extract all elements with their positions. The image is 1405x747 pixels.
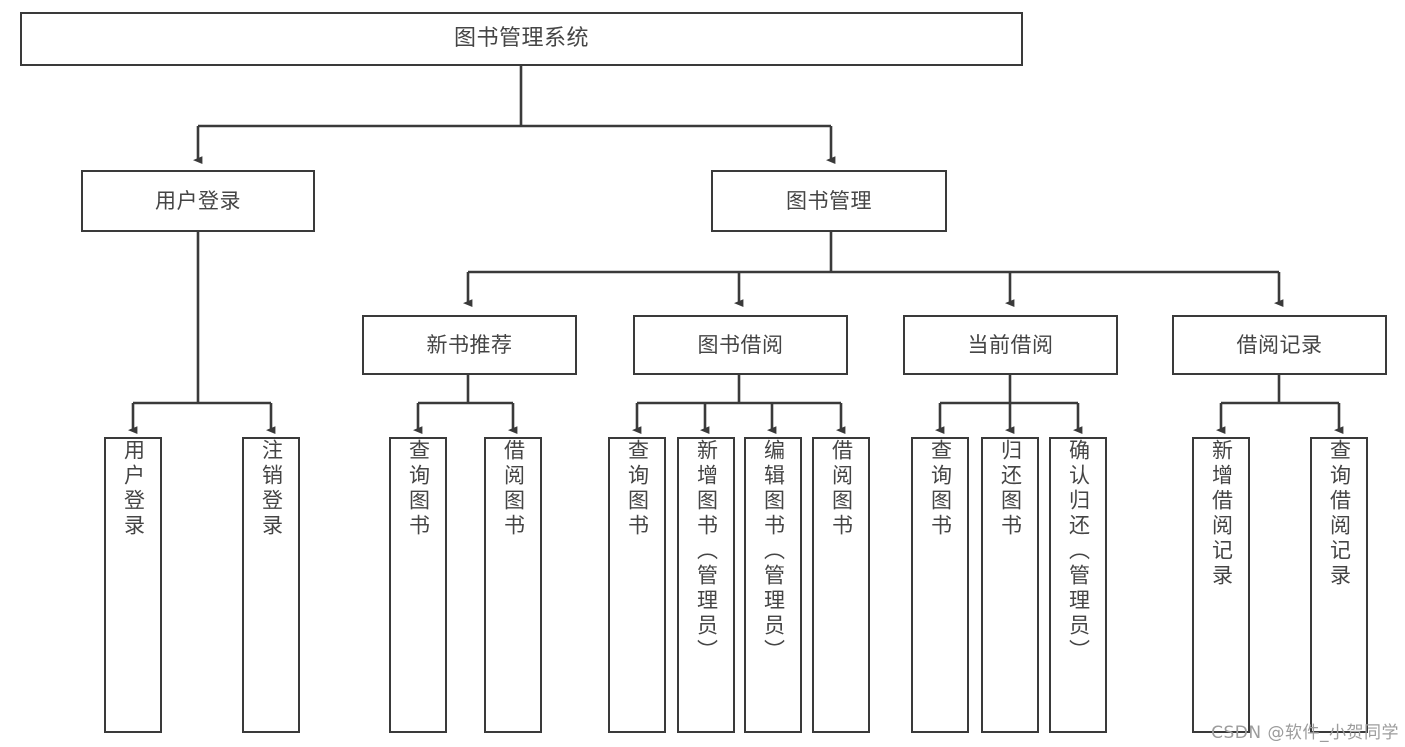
node-label: 查询图书 [928, 439, 953, 539]
node-root-system[interactable]: 图书管理系统 [20, 12, 1023, 66]
node-label: 新书推荐 [426, 332, 513, 357]
leaf-new-book-query[interactable]: 查询图书 [389, 437, 447, 733]
leaf-book-borrow-query[interactable]: 查询图书 [608, 437, 666, 733]
node-user-login[interactable]: 用户登录 [81, 170, 315, 232]
leaf-new-book-borrow[interactable]: 借阅图书 [484, 437, 542, 733]
leaf-book-borrow-add[interactable]: 新增图书（管理员） [677, 437, 735, 733]
node-label: 注销登录 [259, 439, 284, 539]
leaf-current-borrow-query[interactable]: 查询图书 [911, 437, 969, 733]
node-label: 借阅记录 [1236, 332, 1323, 357]
node-label: 查询图书 [406, 439, 431, 539]
leaf-current-borrow-return[interactable]: 归还图书 [981, 437, 1039, 733]
leaf-book-borrow-edit[interactable]: 编辑图书（管理员） [744, 437, 802, 733]
leaf-book-borrow-borrow[interactable]: 借阅图书 [812, 437, 870, 733]
node-label: 借阅图书 [829, 439, 854, 539]
watermark-text: CSDN @软件_小贺同学 [1211, 723, 1399, 743]
node-label: 查询图书 [625, 439, 650, 539]
node-label: 查询借阅记录 [1327, 439, 1352, 589]
node-book-management[interactable]: 图书管理 [711, 170, 947, 232]
leaf-current-borrow-confirm-return[interactable]: 确认归还（管理员） [1049, 437, 1107, 733]
node-label: 编辑图书（管理员） [761, 439, 786, 664]
leaf-borrow-record-query[interactable]: 查询借阅记录 [1310, 437, 1368, 733]
node-label: 借阅图书 [501, 439, 526, 539]
node-label: 用户登录 [155, 188, 241, 213]
node-current-borrow[interactable]: 当前借阅 [903, 315, 1118, 375]
leaf-user-login-logout[interactable]: 注销登录 [242, 437, 300, 733]
node-label: 当前借阅 [967, 332, 1054, 357]
node-label: 图书管理 [786, 188, 872, 213]
leaf-borrow-record-add[interactable]: 新增借阅记录 [1192, 437, 1250, 733]
node-label: 新增借阅记录 [1209, 439, 1234, 589]
node-label: 用户登录 [121, 439, 146, 539]
node-label: 新增图书（管理员） [694, 439, 719, 664]
node-borrow-record[interactable]: 借阅记录 [1172, 315, 1387, 375]
node-new-book-recommend[interactable]: 新书推荐 [362, 315, 577, 375]
leaf-user-login-login[interactable]: 用户登录 [104, 437, 162, 733]
node-label: 确认归还（管理员） [1066, 439, 1091, 664]
node-book-borrow[interactable]: 图书借阅 [633, 315, 848, 375]
node-label: 归还图书 [998, 439, 1023, 539]
node-label: 图书管理系统 [453, 26, 589, 52]
node-label: 图书借阅 [697, 332, 784, 357]
